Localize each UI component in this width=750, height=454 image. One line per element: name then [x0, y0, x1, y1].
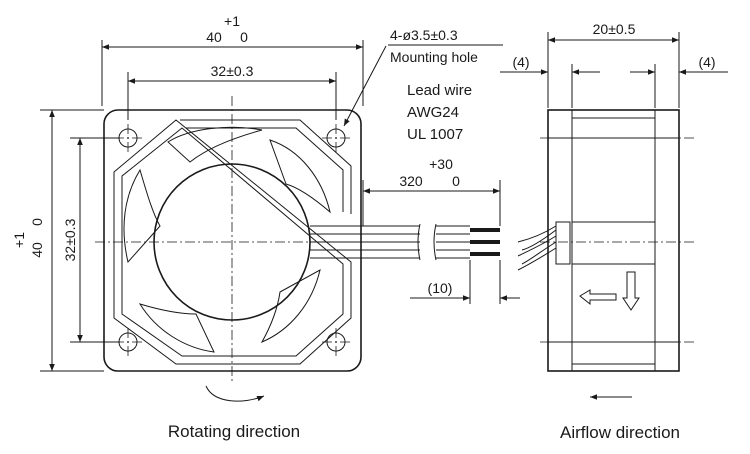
- overall-height-tolerance: +1: [11, 232, 27, 248]
- fan-shroud: [113, 119, 352, 365]
- mounting-hole-spec: 4-ø3.5±0.3: [390, 27, 458, 43]
- overall-height-value: 40: [29, 242, 45, 258]
- mounting-hole-label: Mounting hole: [390, 49, 478, 65]
- airflow-indicator-icon: [579, 271, 640, 311]
- lead-wires-front: [310, 223, 500, 261]
- overall-height-suffix: 0: [29, 218, 45, 226]
- side-body-outline: [547, 109, 680, 372]
- hole-pitch-v-label: 32±0.3: [62, 218, 78, 261]
- lead-length-tolerance: +30: [429, 156, 453, 172]
- hole-pitch-h-label: 32±0.3: [211, 63, 254, 79]
- overall-width-suffix: 0: [240, 29, 248, 45]
- overall-width-tolerance: +1: [224, 13, 240, 29]
- lead-length-value: 320: [399, 173, 423, 189]
- fan-shroud-inner: [121, 127, 344, 357]
- depth-label: 20±0.5: [593, 21, 636, 37]
- airflow-direction-caption: Airflow direction: [560, 423, 680, 442]
- side-lower-panel: [571, 263, 656, 365]
- overall-width-value: 40: [206, 29, 222, 45]
- lead-wires-side: [517, 221, 571, 271]
- lead-wire-title: Lead wire: [407, 82, 472, 99]
- left-offset-label: (4): [512, 54, 529, 70]
- overall-height-label-group: +1 40 0: [11, 218, 45, 258]
- lead-wire-gauge: AWG24: [407, 104, 459, 121]
- right-offset-label: (4): [698, 54, 715, 70]
- strip-length-label: (10): [428, 280, 453, 296]
- fan-frame: [103, 109, 362, 372]
- lead-length-suffix: 0: [452, 173, 460, 189]
- fan-blades: [123, 126, 331, 353]
- mounting-hole-leader: [343, 45, 387, 127]
- lead-wire-standard: UL 1007: [407, 126, 463, 143]
- front-view: +1 40 0 32±0.3 +1 40 0 32±0.3 4-ø3.5±0.3…: [11, 13, 520, 441]
- side-upper-panel: [571, 117, 656, 223]
- side-view: 20±0.5 (4) (4) Airflow direction: [500, 21, 728, 442]
- rotation-arrow-icon: [205, 385, 265, 402]
- hole-center-marks: [114, 124, 350, 356]
- rotating-direction-caption: Rotating direction: [168, 422, 300, 441]
